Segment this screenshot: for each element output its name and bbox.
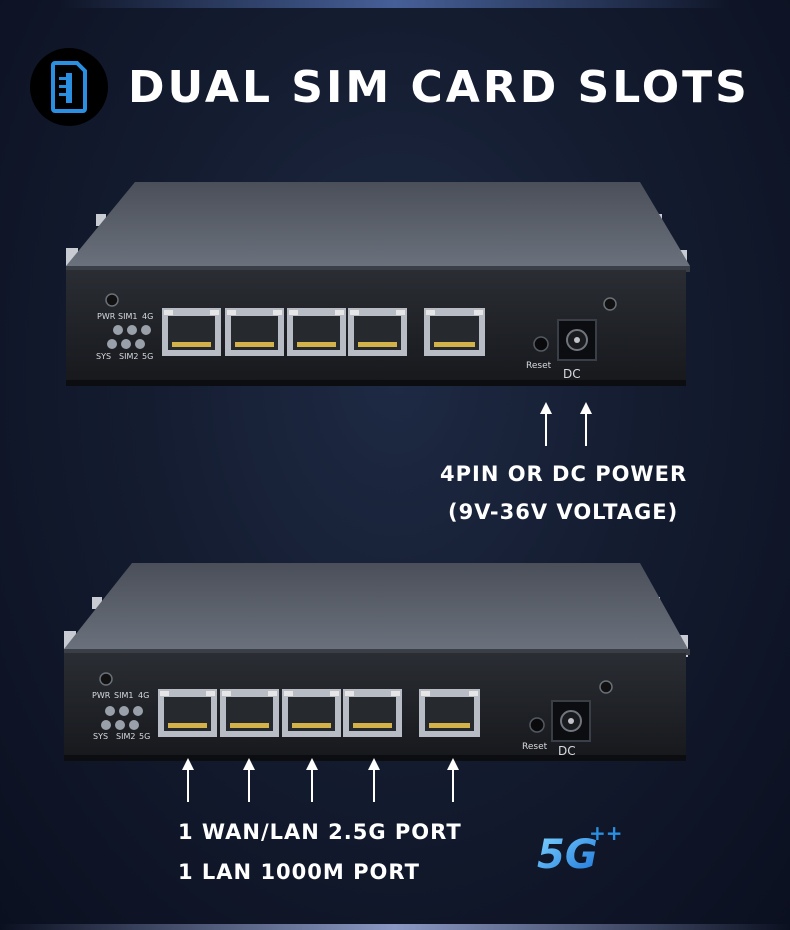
ethernet-port: [424, 308, 485, 356]
dc-label: DC: [558, 744, 576, 758]
top-glow-line: [60, 0, 730, 8]
led-label-sim2: SIM2: [119, 352, 138, 361]
led-label-4g: 4G: [142, 312, 153, 321]
arrow-up-icon: [368, 758, 380, 802]
led-label-sim1: SIM1: [114, 691, 133, 700]
sim-card-icon: [30, 48, 108, 126]
ports-caption-line1: 1 WAN/LAN 2.5G PORT: [178, 820, 462, 844]
led-label-sim1: SIM1: [118, 312, 137, 321]
power-caption-line2: (9V-36V VOLTAGE): [448, 500, 679, 524]
reset-label: Reset: [526, 361, 552, 371]
power-caption-line1: 4PIN OR DC POWER: [440, 462, 688, 486]
arrow-up-icon: [540, 402, 552, 446]
arrow-up-icon: [182, 758, 194, 802]
ethernet-port: [348, 308, 407, 356]
ethernet-port: [287, 308, 346, 356]
ethernet-port: [220, 689, 279, 737]
arrow-up-icon: [447, 758, 459, 802]
reset-hole: [533, 336, 549, 352]
led-label-sim2: SIM2: [116, 732, 135, 741]
ethernet-port: [162, 308, 221, 356]
dc-label: DC: [563, 367, 581, 381]
section-header: DUAL SIM CARD SLOTS: [30, 48, 750, 126]
5g-logo-plus: ++: [589, 821, 623, 845]
ethernet-port: [225, 308, 284, 356]
reset-label: Reset: [522, 742, 548, 752]
led-label-pwr: PWR: [92, 691, 111, 700]
arrow-up-icon: [306, 758, 318, 802]
reset-hole: [529, 717, 545, 733]
ethernet-port: [282, 689, 341, 737]
ethernet-port: [419, 689, 480, 737]
5g-logo-text: 5G: [537, 832, 598, 878]
router-device-bottom: PWR SIM1 4G SYS SIM2 5G Reset DC: [64, 563, 690, 761]
led-label-sys: SYS: [96, 352, 111, 361]
bottom-glow-line: [0, 924, 790, 930]
5g-logo-icon: 5G ++: [537, 821, 623, 878]
arrow-up-icon: [580, 402, 592, 446]
ethernet-port: [158, 689, 217, 737]
led-label-5g: 5G: [139, 732, 150, 741]
led-label-sys: SYS: [93, 732, 108, 741]
arrow-up-icon: [243, 758, 255, 802]
ethernet-port: [343, 689, 402, 737]
led-label-4g: 4G: [138, 691, 149, 700]
page-title: DUAL SIM CARD SLOTS: [128, 61, 750, 113]
router-device-top: PWR SIM1 4G SYS SIM2 5G Reset: [66, 182, 690, 386]
led-label-5g: 5G: [142, 352, 153, 361]
ports-caption-line2: 1 LAN 1000M PORT: [178, 860, 420, 884]
led-label-pwr: PWR: [97, 312, 116, 321]
